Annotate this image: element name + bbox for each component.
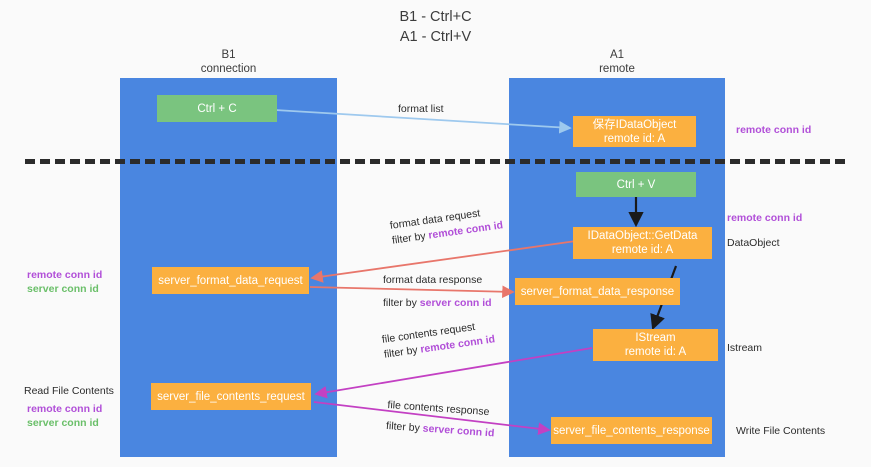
edge-label-file-contents-response-text: file contents response xyxy=(387,398,490,419)
annotation-left-server-conn-id-bottom: server conn id xyxy=(27,417,99,429)
node-istream[interactable]: IStream remote id: A xyxy=(593,329,718,361)
node-istream-line2: remote id: A xyxy=(624,346,687,358)
node-ctrl-v-label: Ctrl + V xyxy=(616,178,656,191)
annotation-left-remote-conn-id-bottom: remote conn id xyxy=(27,403,103,415)
node-istream-line1: IStream xyxy=(635,332,676,344)
edge-label-format-data-response-text: format data response xyxy=(383,274,483,286)
node-server-format-data-request[interactable]: server_format_data_request xyxy=(152,267,309,294)
lane-title-a1: A1 remote xyxy=(599,49,635,75)
node-ctrl-c[interactable]: Ctrl + C xyxy=(157,95,277,122)
edge-label-file-contents-response-filter: filter by server conn id xyxy=(385,419,495,440)
node-ctrl-c-label: Ctrl + C xyxy=(197,102,237,115)
phase-divider xyxy=(25,159,845,164)
node-server-file-contents-response-label: server_file_contents_response xyxy=(553,424,710,437)
node-server-file-contents-response[interactable]: server_file_contents_response xyxy=(551,417,712,444)
node-server-format-data-request-label: server_format_data_request xyxy=(158,274,303,287)
page-title: B1 - Ctrl+C A1 - Ctrl+V xyxy=(399,9,472,45)
node-server-format-data-response-label: server_format_data_response xyxy=(520,285,675,298)
edge-label-format-list: format list xyxy=(398,103,444,115)
node-getdata-line2: remote id: A xyxy=(611,244,674,256)
node-save-idataobject[interactable]: 保存IDataObject remote id: A xyxy=(573,116,696,147)
lane-title-b1: B1 connection xyxy=(200,49,257,75)
node-save-idataobject-line1: 保存IDataObject xyxy=(592,118,677,131)
annotation-remote-conn-id-mid: remote conn id xyxy=(727,212,803,224)
edge-label-file-contents-response: file contents response filter by server … xyxy=(385,398,496,441)
hl-server-conn-id: server conn id xyxy=(419,297,492,309)
annotation-left-remote-conn-id-mid: remote conn id xyxy=(27,269,103,281)
annotation-read-file-contents: Read File Contents xyxy=(24,385,114,397)
edge-label-format-data-response: format data response filter by server co… xyxy=(383,273,492,311)
node-server-format-data-response[interactable]: server_format_data_response xyxy=(515,278,680,305)
edge-label-file-contents-request: file contents request filter by remote c… xyxy=(381,317,496,362)
node-ctrl-v[interactable]: Ctrl + V xyxy=(576,172,696,197)
annotation-left-server-conn-id-mid: server conn id xyxy=(27,283,99,295)
node-idataobject-getdata[interactable]: IDataObject::GetData remote id: A xyxy=(573,227,712,259)
edge-label-format-data-response-filter: filter by server conn id xyxy=(383,297,492,309)
node-getdata-line1: IDataObject::GetData xyxy=(587,230,698,242)
node-server-file-contents-request-label: server_file_contents_request xyxy=(157,390,305,403)
node-server-file-contents-request[interactable]: server_file_contents_request xyxy=(151,383,311,410)
node-save-idataobject-line2: remote id: A xyxy=(603,132,666,145)
annotation-write-file-contents: Write File Contents xyxy=(736,425,826,437)
annotation-istream: Istream xyxy=(727,342,763,354)
annotation-dataobject: DataObject xyxy=(727,237,780,249)
edge-label-format-data-request: format data request filter by remote con… xyxy=(389,203,504,248)
hl-server-conn-id-2: server conn id xyxy=(422,422,495,440)
annotation-remote-conn-id-top: remote conn id xyxy=(736,124,812,136)
